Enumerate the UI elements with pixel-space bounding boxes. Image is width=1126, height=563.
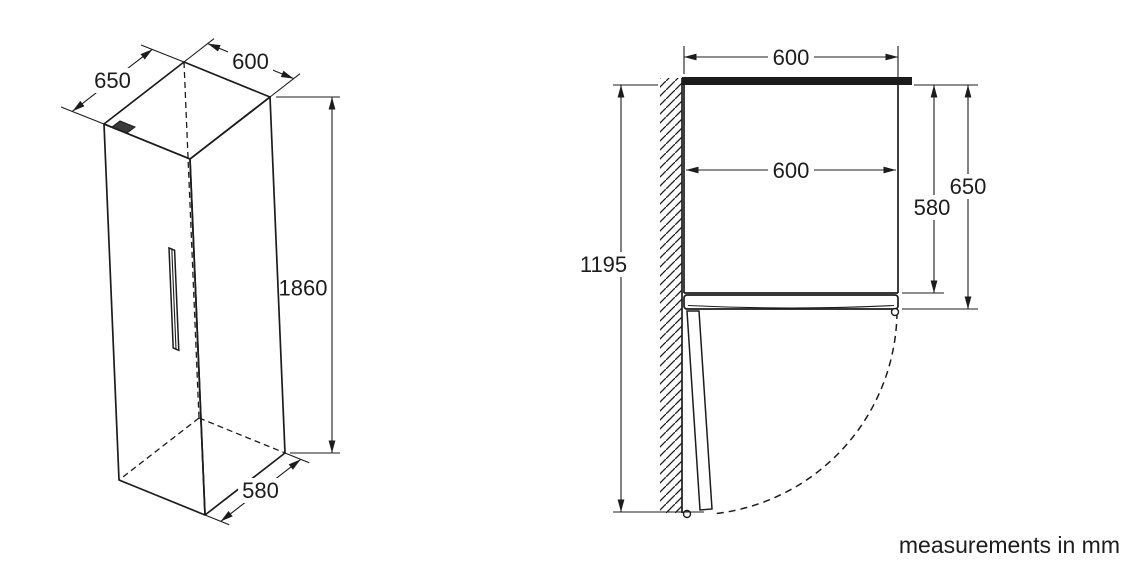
dimension-height: 1860 [276, 96, 340, 454]
hidden-bottom-edge-left [118, 417, 200, 481]
door-hinge-top [110, 120, 137, 134]
dimension-width: 600 [183, 38, 301, 98]
depth-bottom-value: 580 [242, 478, 279, 503]
door-corner-marker-closed [890, 307, 900, 317]
hidden-bottom-edge-right [198, 417, 286, 454]
outer-width-value: 600 [773, 45, 810, 70]
label-backing [945, 174, 991, 199]
dimension-depth-bottom: 580 [204, 452, 310, 526]
wall-hatching [660, 78, 682, 513]
door-swing-arc [711, 311, 898, 515]
dimension-outer-width: 600 [683, 45, 899, 82]
label-backing [768, 45, 814, 70]
dimension-depth-top: 650 [60, 44, 185, 125]
measurement-unit-note: measurements in mm [899, 532, 1120, 558]
depth-top-value: 650 [94, 68, 131, 93]
width-value: 600 [232, 49, 269, 74]
isometric-view: 650 600 1860 [60, 38, 340, 526]
door-open-position [686, 310, 713, 511]
extension-line [183, 38, 215, 63]
extension-line [204, 514, 230, 526]
label-backing [575, 252, 632, 277]
clearance-value: 1195 [580, 252, 627, 277]
dimension-clearance: 1195 [575, 84, 704, 513]
cabinet-side-face [189, 96, 286, 516]
extension-line [269, 73, 301, 98]
door-handle-inner-line [171, 249, 177, 350]
inner-width-value: 600 [773, 158, 810, 183]
dimension-body-depth: 580 [902, 85, 955, 294]
door-closed [683, 294, 899, 310]
height-value: 1860 [279, 276, 328, 301]
body-depth-value: 580 [914, 195, 951, 220]
label-backing [238, 478, 283, 503]
extension-line [284, 452, 310, 464]
label-backing [768, 158, 814, 183]
label-backing [90, 68, 135, 93]
label-backing [909, 195, 955, 220]
door-depth-value: 650 [950, 174, 987, 199]
cabinet-front-face [103, 123, 206, 516]
back-wall-bar [682, 77, 912, 85]
top-view: 600 600 580 650 [575, 45, 991, 519]
hidden-back-edge [183, 61, 200, 419]
label-backing [228, 49, 273, 74]
dimension-inner-width: 600 [686, 158, 896, 183]
extension-line [60, 106, 105, 125]
door-face-line [687, 304, 895, 309]
dimension-door-depth: 650 [902, 85, 991, 310]
extension-line [140, 44, 185, 63]
